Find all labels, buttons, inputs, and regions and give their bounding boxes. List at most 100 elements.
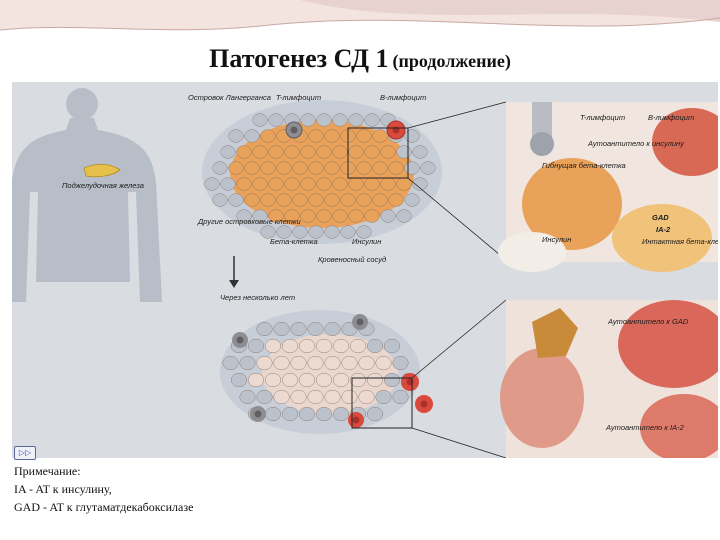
islet-cell bbox=[301, 146, 316, 159]
islet-cell bbox=[291, 322, 307, 336]
islet-cell bbox=[261, 194, 276, 207]
islet-cell bbox=[359, 390, 375, 404]
inset-upper bbox=[498, 102, 718, 272]
pathogenesis-figure: Поджелудочная железа Островок Лангерганс… bbox=[12, 82, 718, 458]
islet-cell bbox=[301, 178, 316, 191]
islet-cell bbox=[299, 339, 315, 353]
label-pancreas: Поджелудочная железа bbox=[62, 181, 144, 190]
islet-cell bbox=[341, 194, 356, 207]
islet-cell bbox=[316, 407, 332, 421]
islet-cell bbox=[365, 178, 380, 191]
islet-cell bbox=[350, 373, 366, 387]
islet-cell bbox=[393, 390, 409, 404]
islet-cell bbox=[342, 356, 358, 370]
islet-cell bbox=[257, 356, 273, 370]
islet-cell bbox=[357, 194, 372, 207]
label-gad: GAD bbox=[652, 213, 669, 222]
label-inset-b-cell: B-лимфоцит bbox=[648, 113, 694, 122]
islet-cell bbox=[229, 130, 244, 143]
islet-cell bbox=[277, 162, 292, 175]
label-autoantibody-insulin: Аутоантитело к инсулину bbox=[587, 139, 685, 148]
islet-cell bbox=[389, 162, 404, 175]
islet-cell bbox=[349, 178, 364, 191]
islet-cell bbox=[229, 162, 244, 175]
islet-cell bbox=[248, 339, 264, 353]
islet-cell bbox=[240, 356, 256, 370]
islet-cell bbox=[205, 178, 220, 191]
islet-cell bbox=[384, 339, 400, 353]
islet-cell bbox=[376, 390, 392, 404]
islet-cell bbox=[245, 194, 260, 207]
label-autoantibody-ia2: Аутоантитело к IA-2 bbox=[605, 423, 685, 432]
islet-cell bbox=[282, 407, 298, 421]
label-other-cells: Другие островковые клетки bbox=[197, 217, 301, 226]
islet-cell bbox=[325, 322, 341, 336]
islet-cell bbox=[309, 162, 324, 175]
islet-cell bbox=[421, 162, 436, 175]
islet-cell bbox=[221, 146, 236, 159]
islet-cell bbox=[282, 373, 298, 387]
islet-cell bbox=[291, 390, 307, 404]
islet-cell bbox=[349, 210, 364, 223]
islet-cell bbox=[237, 146, 252, 159]
islet-cell bbox=[325, 356, 341, 370]
islet-cell bbox=[261, 162, 276, 175]
islet-cell bbox=[389, 194, 404, 207]
zoom-line-upper-2 bbox=[408, 178, 506, 260]
b-lymphocyte-upper bbox=[387, 121, 405, 139]
title-main: Патогенез СД 1 bbox=[209, 44, 388, 73]
slide-nav-button[interactable]: ▷▷ bbox=[14, 446, 36, 460]
note-line-2: GAD - AT к глутаматдекабоксилазе bbox=[14, 498, 574, 516]
label-inset-insulin: Инсулин bbox=[542, 235, 571, 244]
islet-cell bbox=[285, 178, 300, 191]
islet-cell bbox=[308, 390, 324, 404]
islet-cell bbox=[274, 390, 290, 404]
islet-cell bbox=[261, 130, 276, 143]
islet-cell bbox=[325, 130, 340, 143]
islet-cell bbox=[333, 407, 349, 421]
islet-cell bbox=[359, 356, 375, 370]
islet-cell bbox=[365, 114, 380, 127]
islet-cell bbox=[265, 373, 281, 387]
islet-cell bbox=[269, 146, 284, 159]
islet-cell bbox=[269, 114, 284, 127]
islet-cell bbox=[413, 146, 428, 159]
islet-cell bbox=[381, 210, 396, 223]
islet-cell bbox=[308, 322, 324, 336]
islet-cell bbox=[293, 162, 308, 175]
islet-cell bbox=[285, 146, 300, 159]
islet-cell bbox=[317, 114, 332, 127]
islet-cell bbox=[265, 407, 281, 421]
islet-cell bbox=[316, 339, 332, 353]
zoom-line-upper-1 bbox=[408, 102, 506, 128]
islet-cell bbox=[317, 210, 332, 223]
islet-cell bbox=[274, 356, 290, 370]
islet-cell bbox=[333, 178, 348, 191]
islet-cell bbox=[274, 322, 290, 336]
islet-cell bbox=[405, 162, 420, 175]
slide-title: Патогенез СД 1 (продолжение) bbox=[0, 44, 720, 74]
islet-cell bbox=[291, 356, 307, 370]
islet-cell bbox=[248, 373, 264, 387]
islet-cell bbox=[365, 146, 380, 159]
islet-cell bbox=[325, 226, 340, 239]
islet-cell bbox=[317, 146, 332, 159]
islet-cell bbox=[245, 162, 260, 175]
label-t-cell: T-лимфоцит bbox=[276, 93, 321, 102]
islet-cell bbox=[221, 178, 236, 191]
label-years-later: Через несколько лет bbox=[220, 293, 295, 302]
islet-cell bbox=[397, 146, 412, 159]
islet-cell bbox=[299, 373, 315, 387]
islet-cell bbox=[367, 407, 383, 421]
islet-cell bbox=[316, 373, 332, 387]
islet-cell bbox=[333, 373, 349, 387]
islet-cell bbox=[333, 339, 349, 353]
islet-cell bbox=[299, 407, 315, 421]
label-dying-beta: Гибнущая бета-клетка bbox=[542, 161, 626, 170]
islet-cell bbox=[397, 210, 412, 223]
title-sub: (продолжение) bbox=[392, 51, 510, 71]
islet-cell bbox=[373, 194, 388, 207]
islet-cell bbox=[381, 146, 396, 159]
islet-cell bbox=[253, 114, 268, 127]
islet-cell bbox=[237, 178, 252, 191]
